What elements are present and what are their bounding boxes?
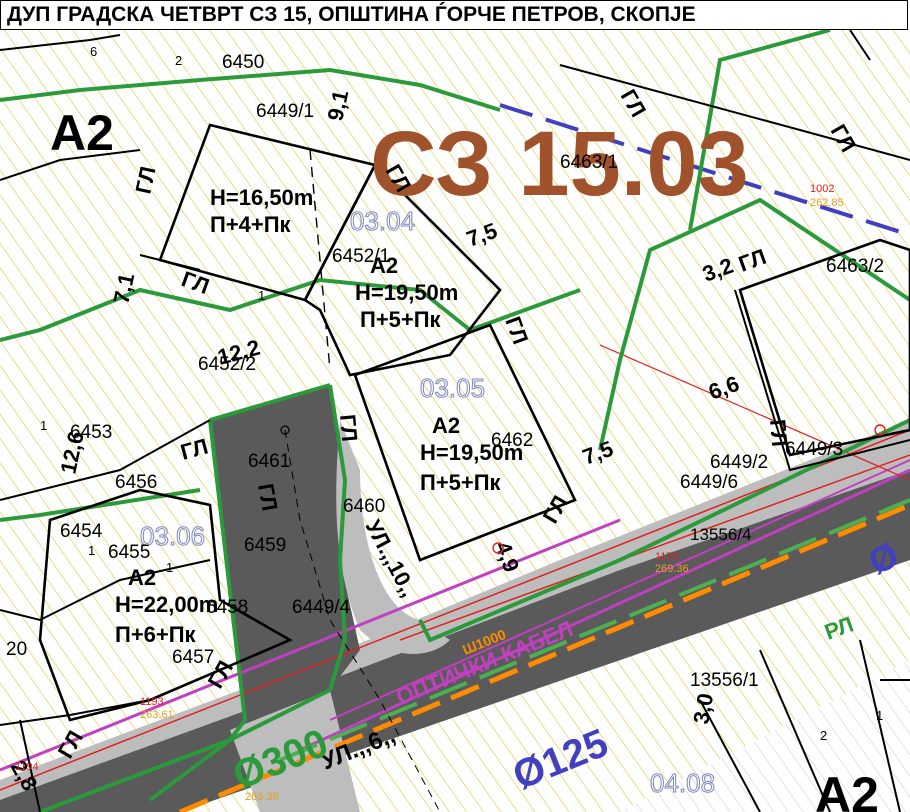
parcel-2-b: 2 — [820, 728, 827, 743]
building-3-height: H=19,50m — [420, 440, 523, 465]
building-4 — [38, 488, 293, 722]
parcel-1-b: 1 — [40, 418, 47, 433]
zone-label-a2: A2 — [50, 105, 114, 161]
parcel-20: 20 — [6, 639, 27, 660]
parcel-6450: 6450 — [222, 52, 264, 73]
parcel-6452-2: 6452/2 — [198, 354, 256, 375]
parcel-6456: 6456 — [115, 472, 157, 493]
parcel-6452-1: 6452/1 — [332, 246, 390, 267]
parcel-1-e: 1 — [876, 708, 883, 723]
survey-point — [280, 425, 290, 435]
parcel-6462: 6462 — [491, 430, 533, 451]
building-outlines — [38, 123, 910, 722]
building-3-zone: A2 — [432, 413, 460, 438]
parcel-6449-6: 6449/6 — [680, 472, 738, 493]
building-2 — [303, 162, 502, 377]
street-centerline — [284, 429, 441, 812]
building-5 — [738, 238, 910, 457]
main-road — [0, 420, 910, 812]
gl-label-8: ГЛ — [335, 413, 362, 442]
building-3 — [353, 323, 577, 562]
parcel-6460: 6460 — [343, 496, 385, 517]
hydrant-icon-2 — [874, 424, 886, 436]
parcel-13556-4: 13556/4 — [690, 525, 751, 544]
parcel-6449-4: 6449/4 — [292, 597, 351, 618]
main-road-carriageway — [0, 470, 910, 812]
building-2-height: H=19,50m — [355, 280, 458, 305]
parcel-6: 6 — [90, 44, 97, 59]
parcel-6457: 6457 — [172, 647, 214, 668]
building-4-zone: A2 — [128, 565, 156, 590]
parcel-6458: 6458 — [206, 597, 248, 618]
building-2-floors: П+5+Пк — [360, 307, 442, 332]
label-263-36: 263.36 — [245, 791, 279, 803]
parcel-numbers: 6450 6449/1 6463/1 6463/2 6452/1 6452/2 … — [6, 44, 884, 743]
parcel-2: 2 — [175, 53, 182, 68]
building-3-floors: П+5+Пк — [420, 470, 502, 495]
building-1-floors: П+4+Пк — [210, 212, 292, 237]
parcel-13556-1: 13556/1 — [690, 670, 759, 691]
building-1-height: H=16,50m — [210, 185, 313, 210]
label-269-36: 269.36 — [655, 563, 689, 575]
parcel-1-c: 1 — [88, 543, 95, 558]
hydrant-icon — [492, 542, 504, 554]
parcel-6463-1: 6463/1 — [560, 152, 618, 173]
label-1002: 1002 — [810, 183, 834, 195]
label-1193: 1193 — [140, 696, 164, 708]
block-label: СЗ 15.03 — [370, 113, 749, 215]
side-street-sidewalk — [336, 420, 450, 654]
subblock-0305: 03.05 — [420, 373, 485, 403]
dim-7-1: 7,1 — [108, 271, 139, 306]
lower-right-area — [620, 660, 910, 812]
map-title: ДУП ГРАДСКА ЧЕТВРТ СЗ 15, ОПШТИНА ЃОРЧЕ … — [0, 0, 908, 30]
gl-label-11: ГЛ — [253, 482, 282, 513]
parcel-1-d: 1 — [166, 560, 173, 575]
label-1175: 1175 — [655, 551, 679, 563]
label-263-61: 263.61 — [140, 709, 174, 721]
building-2-zone: A2 — [370, 253, 398, 278]
dim-9-1: 9,1 — [322, 88, 353, 123]
parcel-6449-1: 6449/1 — [256, 101, 314, 122]
parcel-6449-2: 6449/2 — [710, 452, 768, 473]
parcel-lines — [0, 30, 910, 812]
gl-label-4: ГЛ — [130, 164, 160, 196]
parcel-6461: 6461 — [248, 451, 290, 472]
parcel-6459: 6459 — [244, 535, 286, 556]
side-street-south — [230, 690, 360, 812]
zone-label-a2-bottom: A2 — [815, 767, 879, 812]
side-street — [210, 385, 360, 720]
parcel-1-a: 1 — [258, 288, 265, 303]
cadastral-map[interactable]: СЗ 15.03 A2 A2 03.04 03.05 03.06 04.08 H… — [0, 30, 910, 812]
building-4-floors: П+6+Пк — [115, 622, 197, 647]
parcel-6454: 6454 — [60, 521, 103, 542]
gl-label-10: ГЛ — [765, 418, 792, 447]
block-boundaries — [0, 30, 910, 812]
dashed-line — [309, 149, 331, 371]
building-4-height: H=22,00m — [115, 592, 218, 617]
parcel-6463-2: 6463/2 — [826, 256, 884, 277]
parcel-6455: 6455 — [108, 542, 150, 563]
utility-lines — [0, 103, 910, 812]
parcel-6449-3: 6449/3 — [785, 439, 843, 460]
subblock-0306: 03.06 — [140, 521, 205, 551]
dim-3-0: 3,0 — [688, 691, 718, 725]
label-1194: 1194 — [15, 761, 39, 773]
parcel-6453: 6453 — [70, 422, 112, 443]
building-labels: H=16,50m П+4+Пк A2 H=19,50m П+5+Пк A2 H=… — [115, 185, 523, 647]
subblock-0408: 04.08 — [650, 768, 715, 798]
label-262-85: 262.85 — [810, 197, 844, 209]
subblock-0304: 03.04 — [350, 206, 415, 236]
map-canvas[interactable]: СЗ 15.03 A2 A2 03.04 03.05 03.06 04.08 H… — [0, 30, 910, 812]
